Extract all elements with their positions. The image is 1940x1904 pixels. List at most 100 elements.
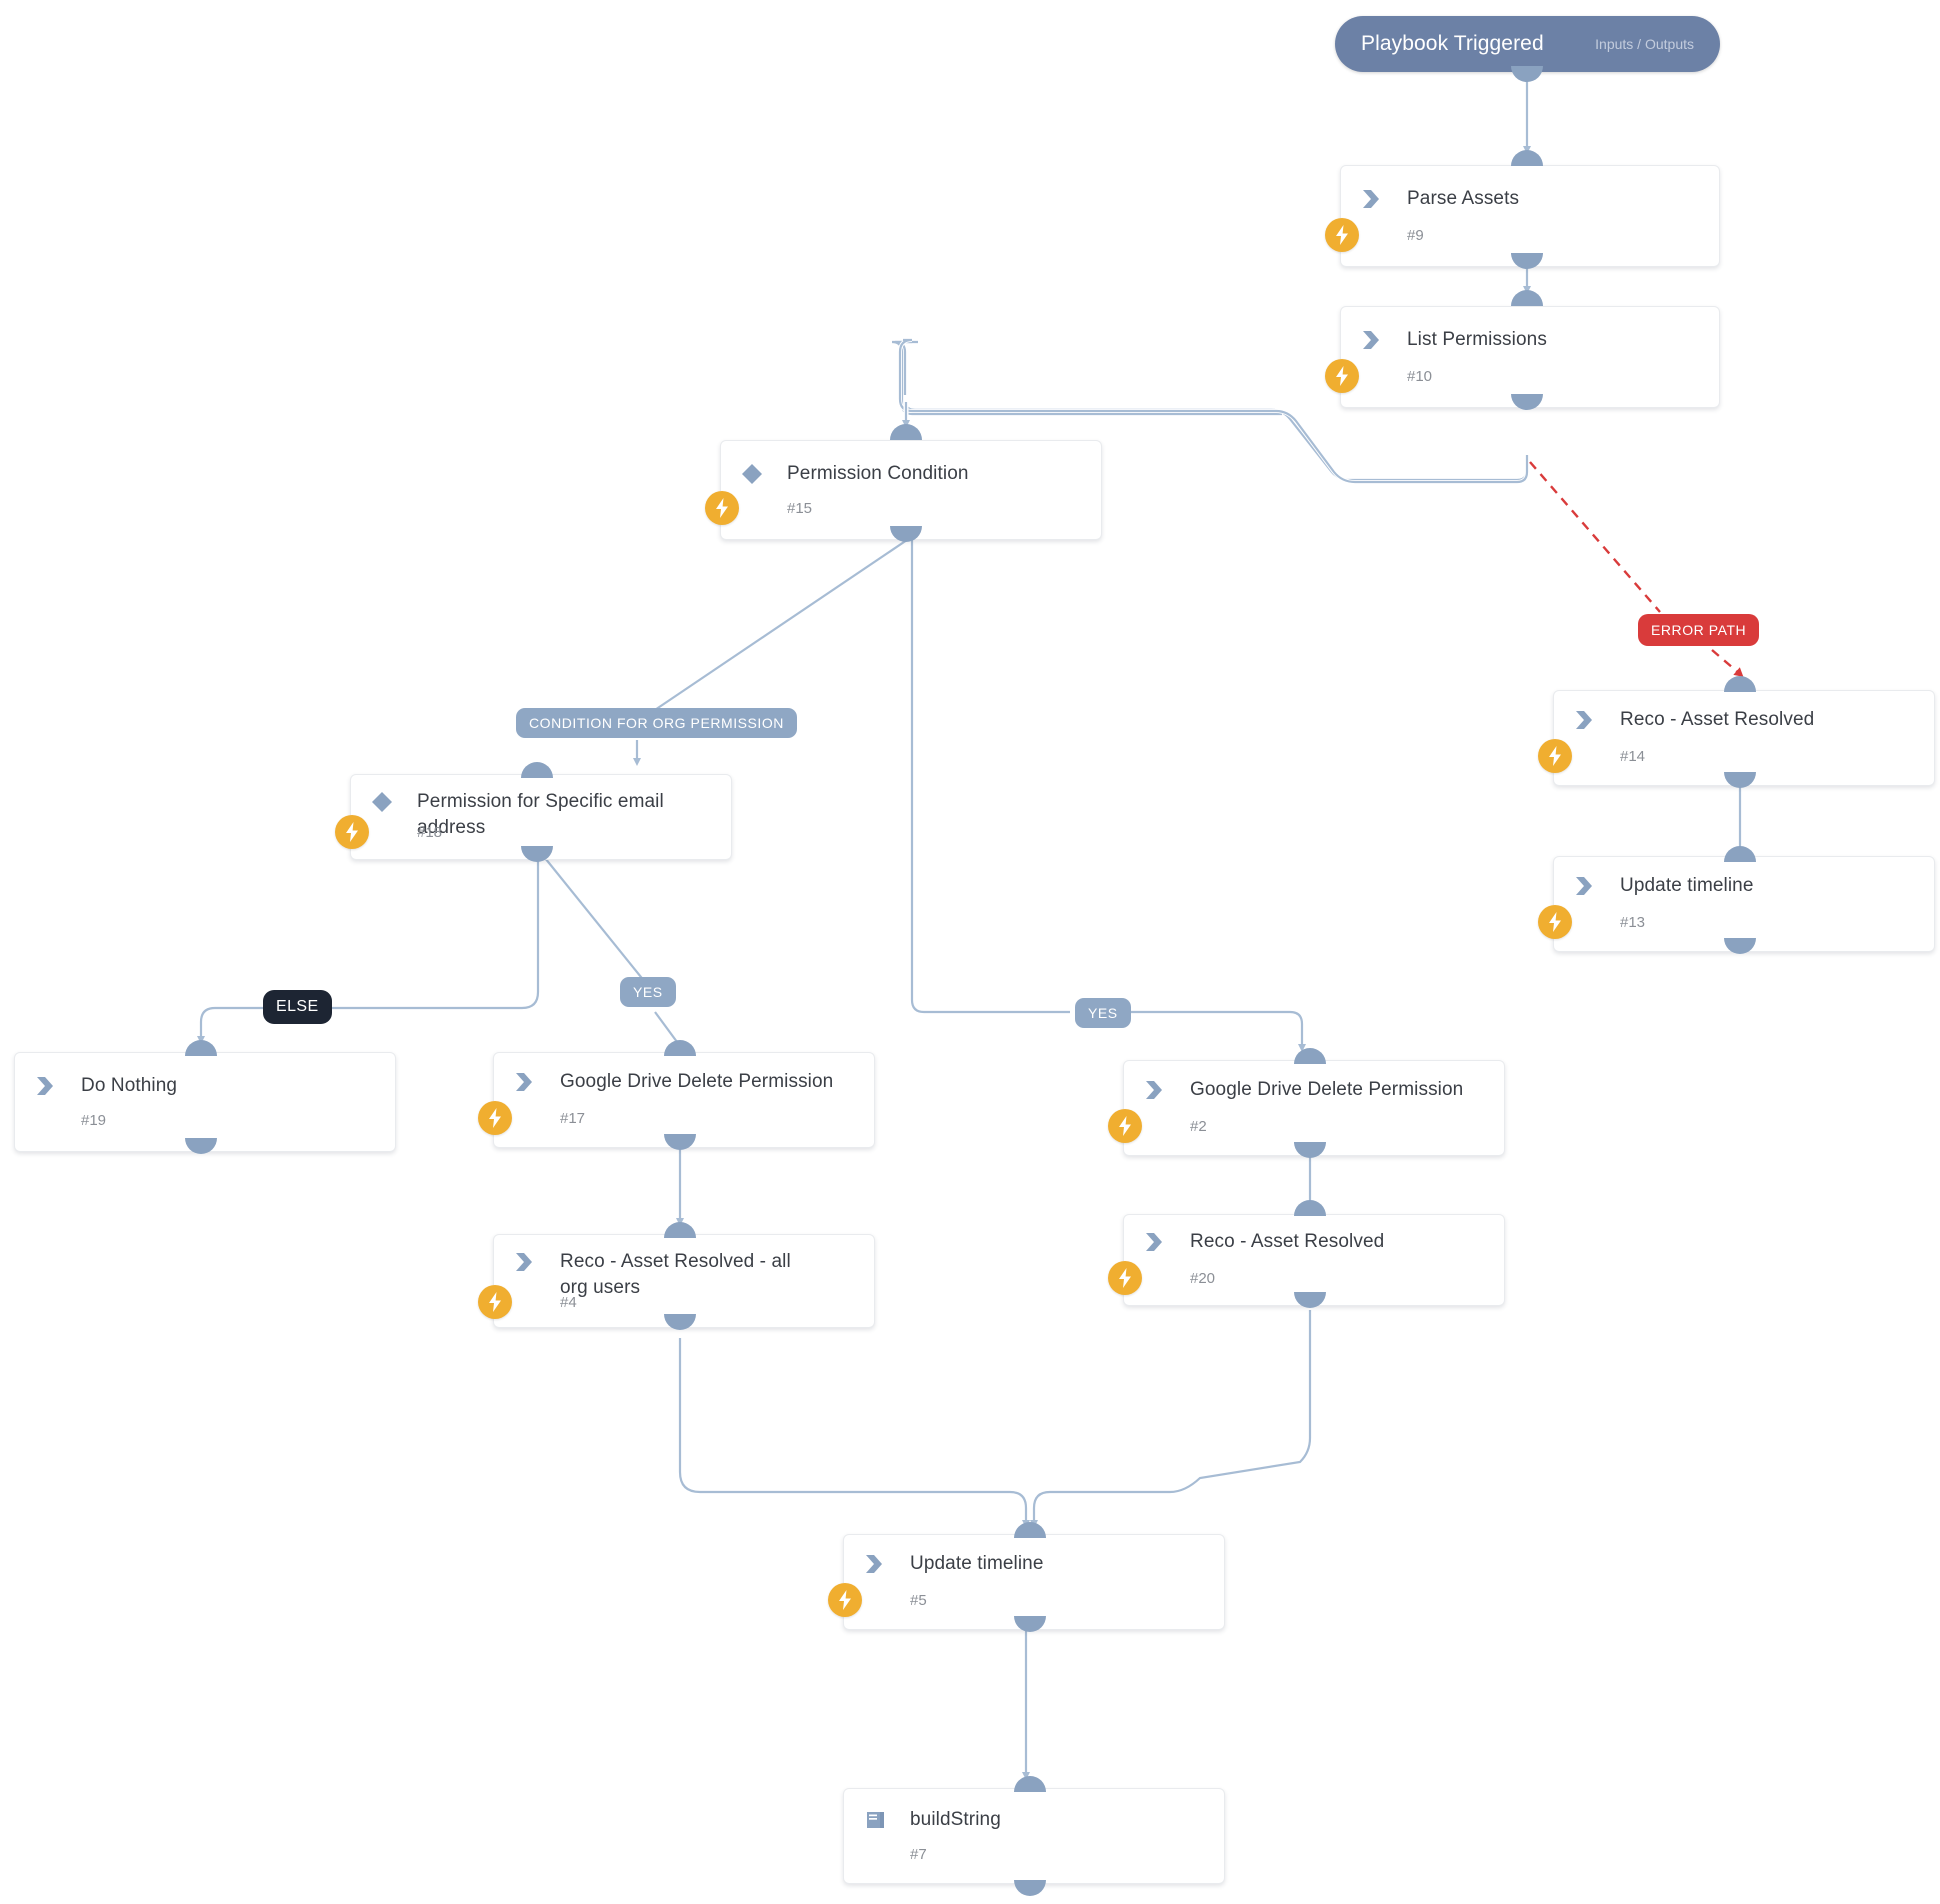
flag-icon [1359,186,1385,212]
node-update-timeline-5[interactable]: Update timeline #5 [828,1534,1225,1630]
node-buildstring[interactable]: buildString #7 [843,1788,1225,1884]
node-header: Update timeline [1554,857,1934,899]
node-step-number: #4 [560,1294,577,1311]
flag-icon [1142,1077,1168,1103]
node-footer: #14 [1538,739,1934,773]
edge-label-yes-left[interactable]: YES [620,977,676,1007]
node-footer: #18 [335,815,731,849]
node-footer: #13 [1538,905,1934,939]
node-update-timeline-13[interactable]: Update timeline #13 [1538,856,1935,952]
port-bottom-trigger[interactable] [1511,66,1543,82]
node-step-number: #14 [1620,748,1646,765]
node-step-number: #10 [1407,368,1433,385]
port-bottom-n7[interactable] [1014,1880,1046,1896]
lightning-bolt-icon [828,1583,862,1617]
port-top-n20[interactable] [1294,1200,1326,1216]
flag-icon [1572,873,1598,899]
node-title: Google Drive Delete Permission [560,1071,834,1092]
lightning-bolt-icon [1108,1109,1142,1143]
port-top-n10[interactable] [1511,290,1543,306]
node-list-permissions[interactable]: List Permissions #10 [1325,306,1720,408]
node-step-number: #20 [1190,1270,1216,1287]
port-top-n4[interactable] [664,1222,696,1238]
port-top-n7[interactable] [1014,1776,1046,1792]
node-parse-assets[interactable]: Parse Assets #9 [1325,165,1720,267]
port-top-n17[interactable] [664,1040,696,1056]
node-footer: #5 [828,1583,1224,1617]
node-header: Permission Condition [721,441,1101,487]
port-bottom-n9[interactable] [1511,253,1543,269]
port-top-n9[interactable] [1511,150,1543,166]
node-title: Google Drive Delete Permission [1190,1079,1464,1100]
node-step-number: #7 [910,1846,927,1863]
port-top-n19[interactable] [185,1040,217,1056]
lightning-bolt-icon [478,1285,512,1319]
port-bottom-n19[interactable] [185,1138,217,1154]
port-top-n5[interactable] [1014,1522,1046,1538]
node-permission-condition[interactable]: Permission Condition #15 [705,440,1102,540]
node-header: Google Drive Delete Permission [1124,1061,1504,1103]
port-bottom-n17[interactable] [664,1134,696,1150]
lightning-bolt-icon [1108,1261,1142,1295]
node-permission-for-specific-email-address[interactable]: Permission for Specific email address #1… [335,774,732,860]
script-icon [862,1807,888,1833]
node-title: Reco - Asset Resolved - all org users [560,1251,791,1298]
node-title: List Permissions [1407,329,1547,350]
node-step-number: #9 [1407,227,1424,244]
port-bottom-n13[interactable] [1724,938,1756,954]
node-footer: #19 [15,1103,395,1137]
node-title: Parse Assets [1407,188,1520,209]
flag-icon [512,1069,538,1095]
port-top-n18[interactable] [521,762,553,778]
node-header: Reco - Asset Resolved [1554,691,1934,733]
port-top-n14[interactable] [1724,676,1756,692]
port-bottom-n20[interactable] [1294,1292,1326,1308]
port-bottom-n5[interactable] [1014,1616,1046,1632]
edge-label-else[interactable]: ELSE [263,990,332,1024]
port-top-n15[interactable] [890,424,922,440]
node-do-nothing[interactable]: Do Nothing #19 [14,1052,396,1152]
playbook-trigger[interactable]: Playbook Triggered Inputs / Outputs [1335,16,1720,72]
node-reco-asset-resolved-20[interactable]: Reco - Asset Resolved #20 [1108,1214,1505,1306]
lightning-bolt-icon [1538,905,1572,939]
lightning-bolt-icon [1325,218,1359,252]
node-header: List Permissions [1341,307,1719,353]
flag-icon [1359,327,1385,353]
node-footer: #4 [478,1285,874,1319]
node-footer: #7 [844,1837,1224,1871]
port-bottom-n4[interactable] [664,1314,696,1330]
node-reco-asset-resolved-all-org-users[interactable]: Reco - Asset Resolved - all org users #4 [478,1234,875,1328]
node-title: Permission for Specific email address [417,791,664,838]
flag-icon [1142,1229,1168,1255]
node-title: Reco - Asset Resolved [1620,709,1815,730]
lightning-bolt-icon [705,491,739,525]
node-header: Google Drive Delete Permission [494,1053,874,1095]
port-top-n2[interactable] [1294,1048,1326,1064]
node-footer: #9 [1325,218,1719,252]
node-footer: #10 [1325,359,1719,393]
node-step-number: #19 [81,1112,107,1129]
node-title: buildString [910,1809,1001,1830]
node-google-drive-delete-permission-2[interactable]: Google Drive Delete Permission #2 [1108,1060,1505,1156]
edge-label-error-path[interactable]: ERROR PATH [1638,614,1760,646]
node-header: Permission for Specific email address [351,775,731,841]
edge-label-condition-for-org-permission[interactable]: CONDITION FOR ORG PERMISSION [516,708,797,738]
port-top-n13[interactable] [1724,846,1756,862]
port-bottom-n15[interactable] [890,526,922,542]
lightning-bolt-icon [335,815,369,849]
node-title: Update timeline [910,1553,1044,1574]
node-footer: #15 [705,491,1101,525]
node-footer: #20 [1108,1261,1504,1295]
diamond-icon [369,789,395,815]
node-footer: #2 [1108,1109,1504,1143]
node-title: Update timeline [1620,875,1754,896]
trigger-title: Playbook Triggered [1361,32,1544,55]
flag-icon [33,1073,59,1099]
node-title: Do Nothing [81,1075,178,1096]
node-title: Permission Condition [787,463,969,484]
diamond-icon [739,461,765,487]
flag-icon [512,1249,538,1275]
node-header: Reco - Asset Resolved - all org users [494,1235,874,1301]
edge-label-yes-right[interactable]: YES [1075,998,1131,1028]
